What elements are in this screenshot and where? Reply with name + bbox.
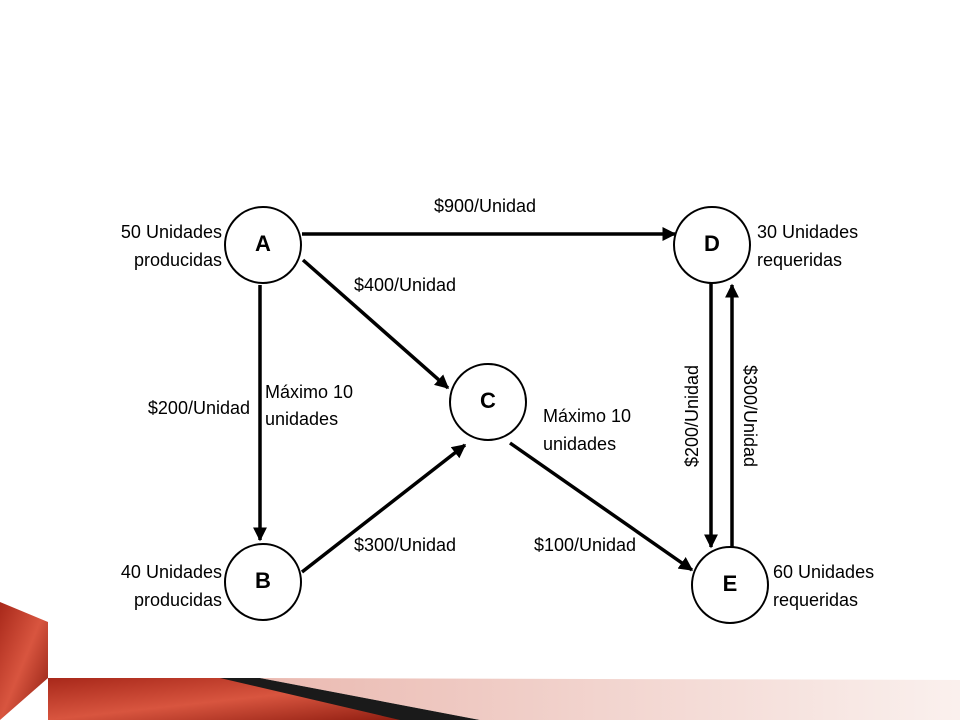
edge-c-e [508,441,694,572]
node-b-label: B [255,568,271,593]
node-e-note-line1: 60 Unidades [773,562,874,582]
node-c: C [449,363,527,441]
node-d-label: D [704,231,720,256]
node-e: E [691,546,769,624]
edge-b-c [300,443,467,574]
light-stripe [260,678,960,720]
node-b: B [224,543,302,621]
dark-stripe [220,678,480,720]
node-a-label: A [255,231,271,256]
node-e-note-line2: requeridas [773,590,858,610]
red-bottom-block [48,678,430,720]
node-c-note-line1: Máximo 10 [543,406,631,426]
red-corner-block [0,602,48,720]
node-b-note-line1: 40 Unidades [121,562,222,582]
edge-a-c [301,258,450,390]
node-d-note-line2: requeridas [757,250,842,270]
edge-a-b-cost: $200/Unidad [148,398,250,418]
edge-a-c-cost: $400/Unidad [354,275,456,295]
edge-a-d-cost: $900/Unidad [434,196,536,216]
node-a-note-line1: 50 Unidades [121,222,222,242]
node-e-label: E [723,571,738,596]
node-d: D [673,206,751,284]
edge-d-e-cost: $200/Unidad [682,365,702,467]
node-d-note-line1: 30 Unidades [757,222,858,242]
node-c-note-line2: unidades [543,434,616,454]
edge-e-d-cost: $300/Unidad [740,365,760,467]
node-a-note-line2: producidas [134,250,222,270]
edge-a-b-capacity-line2: unidades [265,409,338,429]
node-c-label: C [480,388,496,413]
node-a: A [224,206,302,284]
edge-b-c-cost: $300/Unidad [354,535,456,555]
edge-c-e-cost: $100/Unidad [534,535,636,555]
edge-a-b-capacity-line1: Máximo 10 [265,382,353,402]
node-b-note-line2: producidas [134,590,222,610]
